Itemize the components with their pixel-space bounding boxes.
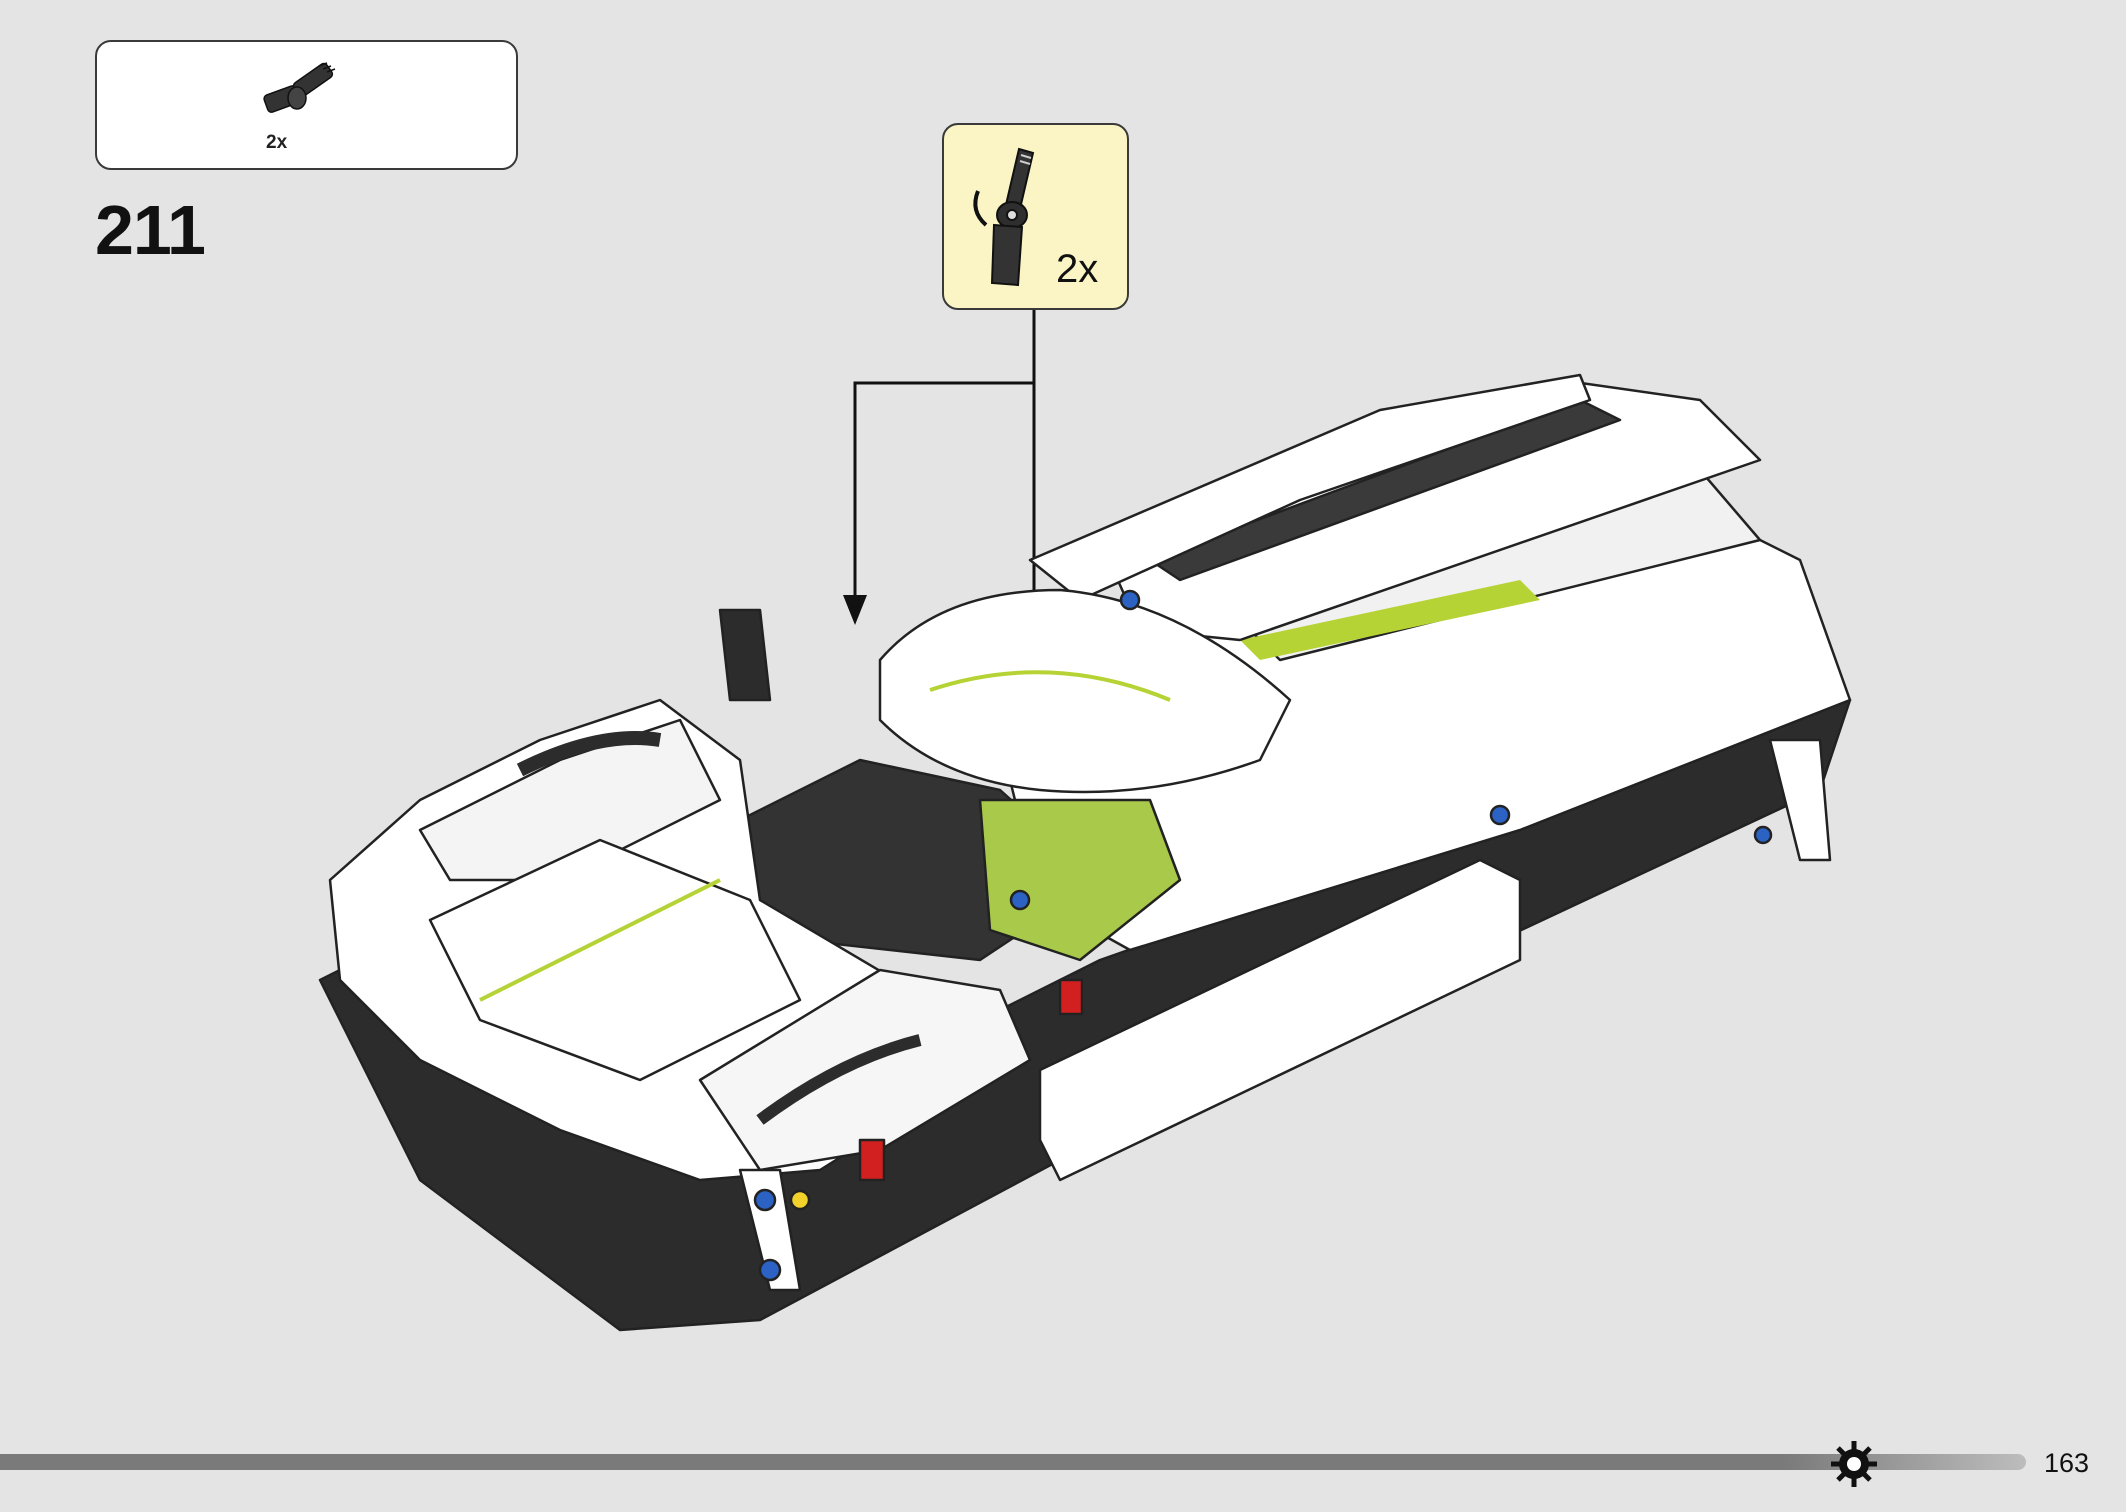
progress-bar — [0, 1454, 2026, 1470]
angle-connector-icon — [263, 62, 336, 113]
page-number: 163 — [2044, 1448, 2090, 1478]
part-quantity: 2x — [266, 132, 288, 153]
gear-icon — [1831, 1441, 1877, 1487]
callout-box: 2x — [942, 123, 1129, 310]
arrow-head-left — [843, 595, 867, 625]
parts-list-box: 2x — [95, 40, 518, 170]
step-number: 211 — [95, 191, 206, 269]
car-model — [318, 373, 1852, 1332]
callout-quantity: 2x — [1056, 247, 1099, 291]
angle-connector-icon — [973, 147, 1035, 287]
